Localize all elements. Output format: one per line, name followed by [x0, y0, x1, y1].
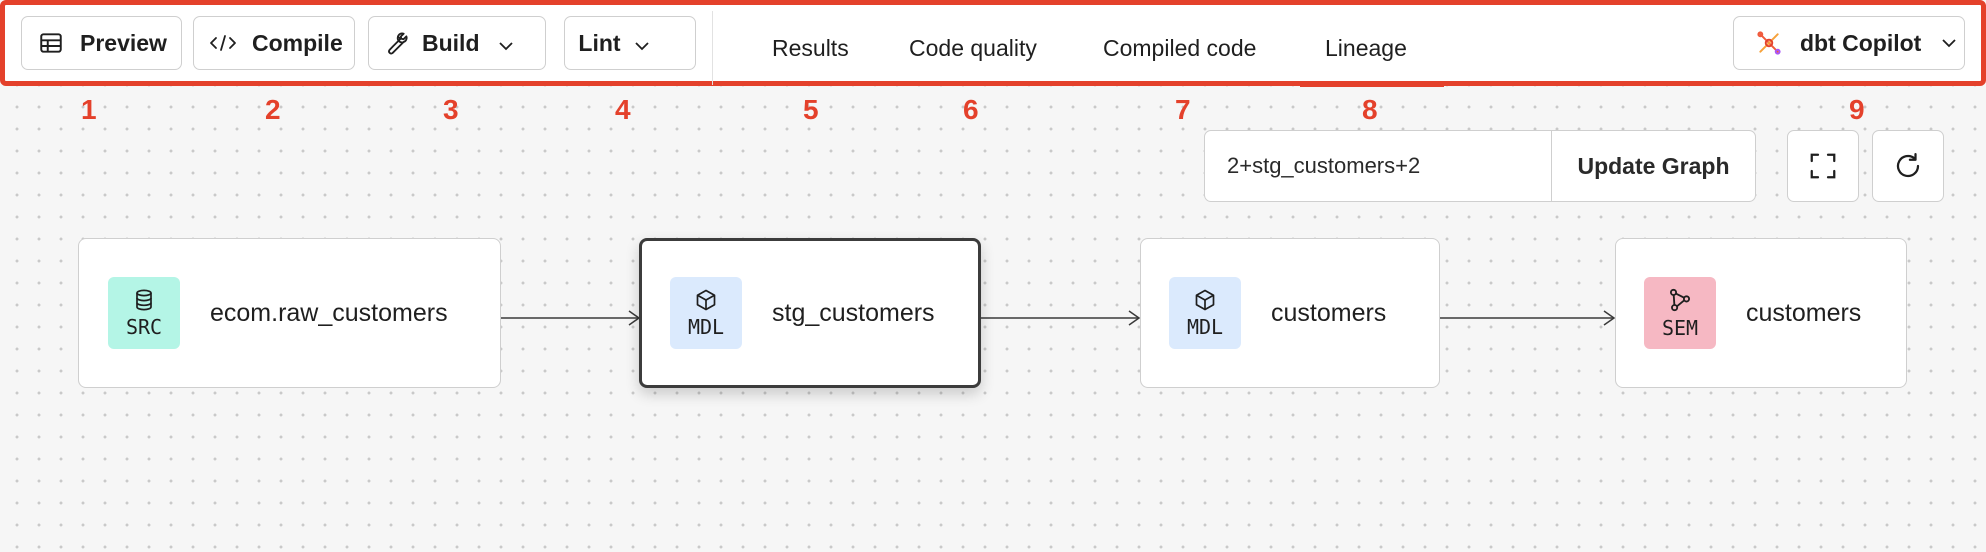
tab-code-quality[interactable]: Code quality: [909, 35, 1037, 61]
build-split-button: Build: [368, 16, 546, 70]
table-icon: [38, 30, 64, 56]
code-icon: [208, 31, 238, 55]
callout-2: 2: [265, 94, 281, 125]
node-type-label: SEM: [1661, 315, 1699, 340]
callout-5: 5: [803, 94, 819, 125]
fullscreen-button[interactable]: [1787, 130, 1859, 202]
node-label: stg_customers: [772, 298, 935, 327]
callout-6: 6: [963, 94, 979, 125]
node-label: ecom.raw_customers: [210, 298, 448, 327]
lineage-node-customers-model[interactable]: MDL customers: [1140, 238, 1440, 388]
update-graph-button[interactable]: Update Graph: [1551, 131, 1755, 201]
node-type-label: MDL: [687, 314, 725, 339]
lineage-node-stg-customers[interactable]: MDL stg_customers: [639, 238, 981, 388]
callout-9: 9: [1849, 94, 1865, 125]
callout-1: 1: [81, 94, 97, 125]
node-label: customers: [1746, 298, 1862, 327]
database-icon: [132, 288, 156, 312]
compile-label: Compile: [252, 29, 343, 56]
callout-7: 7: [1175, 94, 1191, 125]
node-type-badge: SRC: [108, 277, 180, 349]
preview-button[interactable]: Preview: [21, 16, 182, 70]
graph-selector-form: Update Graph: [1204, 130, 1756, 202]
graph-selector-input[interactable]: [1205, 131, 1551, 201]
active-tab-indicator: [1300, 84, 1444, 87]
compile-button[interactable]: Compile: [193, 16, 355, 70]
callout-4: 4: [615, 94, 631, 125]
lint-dropdown-button[interactable]: [634, 30, 695, 57]
lineage-node-customers-semantic[interactable]: SEM customers: [1615, 238, 1907, 388]
toolbar-divider: [712, 11, 713, 85]
callout-8: 8: [1362, 94, 1378, 125]
build-label: Build: [422, 29, 480, 56]
callout-3: 3: [443, 94, 459, 125]
node-type-label: SRC: [125, 314, 163, 339]
build-button[interactable]: Build: [369, 17, 498, 69]
tab-compiled-code[interactable]: Compiled code: [1103, 35, 1257, 61]
tab-results[interactable]: Results: [772, 35, 849, 61]
build-dropdown-button[interactable]: [498, 30, 545, 57]
lint-split-button: Lint: [564, 16, 696, 70]
copilot-label: dbt Copilot: [1800, 29, 1922, 56]
node-type-badge: MDL: [670, 277, 742, 349]
lint-button[interactable]: Lint: [565, 17, 634, 69]
semantic-graph-icon: [1667, 287, 1693, 313]
node-label: customers: [1271, 298, 1387, 327]
chevron-down-icon: [1941, 38, 1957, 48]
node-type-badge: MDL: [1169, 277, 1241, 349]
lineage-node-source[interactable]: SRC ecom.raw_customers: [78, 238, 501, 388]
lint-label: Lint: [578, 29, 621, 56]
chevron-down-icon: [498, 30, 514, 56]
toolbar: Preview Compile Build: [0, 0, 1986, 87]
tab-lineage[interactable]: Lineage: [1325, 35, 1407, 61]
node-type-badge: SEM: [1644, 277, 1716, 349]
chevron-down-icon: [634, 30, 650, 56]
copilot-button[interactable]: dbt Copilot: [1733, 16, 1965, 70]
node-type-label: MDL: [1186, 314, 1224, 339]
wrench-icon: [382, 30, 408, 56]
expand-icon: [1808, 151, 1838, 181]
preview-label: Preview: [80, 29, 167, 56]
copilot-logo-icon: [1756, 30, 1782, 56]
cube-icon: [694, 288, 718, 312]
cube-icon: [1193, 288, 1217, 312]
refresh-button[interactable]: [1872, 130, 1944, 202]
refresh-icon: [1893, 151, 1923, 181]
